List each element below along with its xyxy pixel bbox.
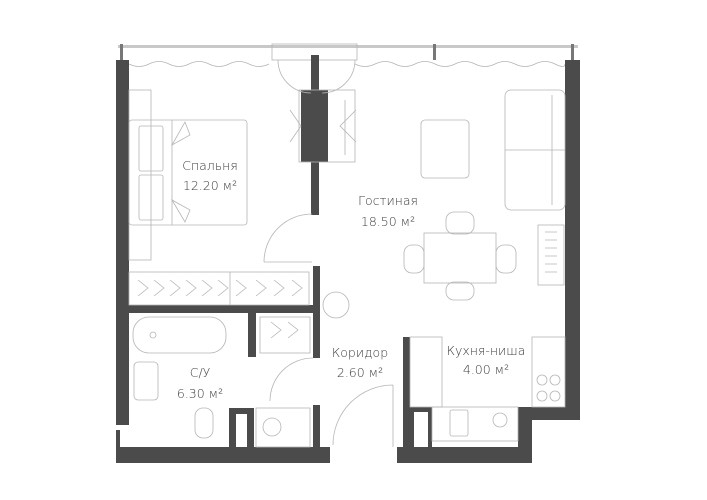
room-kitchen: Кухня-ниша 4.00 м² [447, 343, 526, 377]
room-name: Гостиная [358, 193, 418, 208]
room-bathroom: С/У 6.30 м² [177, 365, 223, 401]
room-name: С/У [190, 365, 211, 380]
room-bedroom: Спальня 12.20 м² [182, 158, 238, 193]
room-name: Кухня-ниша [447, 343, 526, 358]
window-rail [118, 43, 578, 67]
room-area: 4.00 м² [463, 362, 509, 377]
room-name: Спальня [182, 158, 238, 173]
room-area: 18.50 м² [361, 214, 415, 229]
room-corridor: Коридор 2.60 м² [332, 345, 388, 380]
room-name: Коридор [332, 345, 388, 360]
furniture [128, 59, 566, 448]
room-area: 6.30 м² [177, 386, 223, 401]
room-area: 2.60 м² [337, 365, 383, 380]
room-living: Гостиная 18.50 м² [358, 193, 418, 229]
walls [116, 55, 580, 463]
room-area: 12.20 м² [183, 178, 237, 193]
